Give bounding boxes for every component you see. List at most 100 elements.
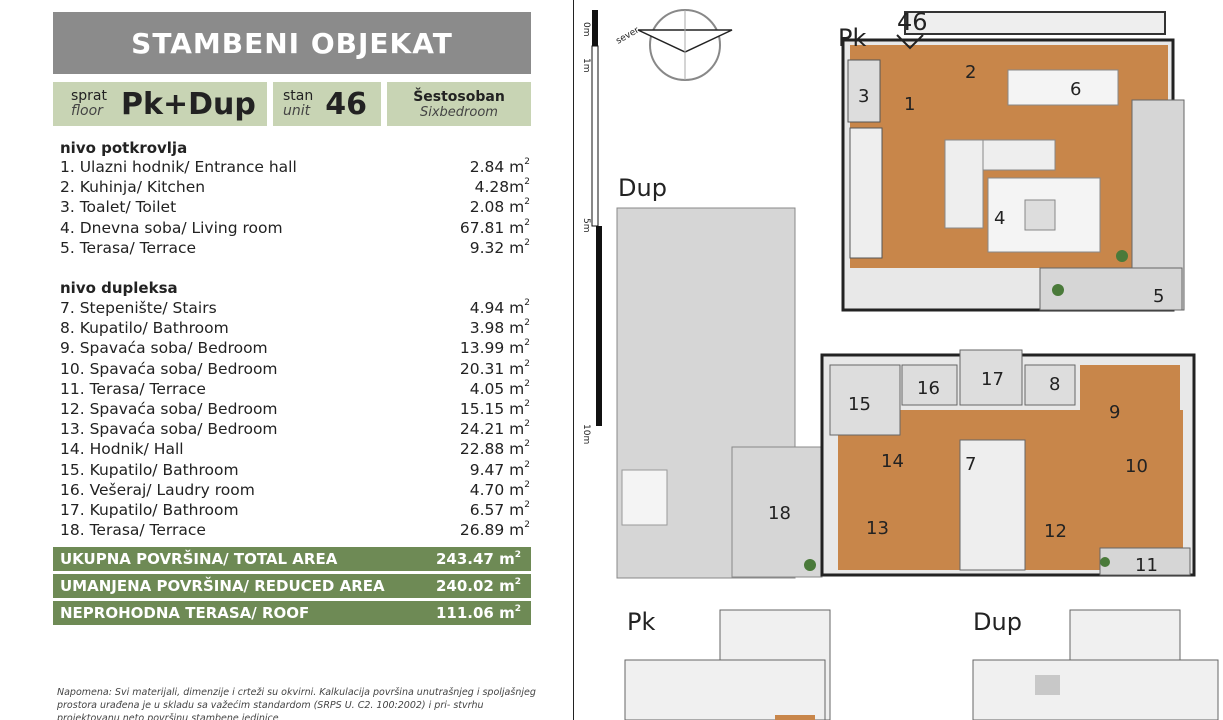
room-number: 11 — [1135, 555, 1158, 576]
divider — [573, 0, 574, 720]
scale-tick-0: 0m — [581, 22, 591, 37]
unit-exponent: 2 — [524, 398, 530, 409]
room-name: 5. Terasa/ Terrace — [60, 238, 197, 257]
unit-exponent: 2 — [524, 177, 530, 188]
page-title: STAMBENI OBJEKAT — [53, 12, 531, 74]
unit-exponent: 2 — [524, 217, 530, 228]
unit-exponent: 2 — [524, 318, 530, 329]
scale-bar-segment — [596, 226, 602, 426]
room-number: 10 — [1125, 456, 1148, 477]
room-name: 12. Spavaća soba/ Bedroom — [60, 399, 278, 418]
room-row: 2. Kuhinja/ Kitchen 4.28m2 — [60, 177, 530, 197]
room-number: 4 — [994, 208, 1005, 229]
unit-exponent: 2 — [524, 520, 530, 531]
room-number: 14 — [881, 451, 904, 472]
room-area-value: 6.57 m — [469, 500, 525, 519]
pk-floor-plan — [841, 11, 1185, 312]
unit-exponent: 2 — [524, 197, 530, 208]
unit-marker: 46 — [897, 8, 928, 36]
room-name: 16. Vešeraj/ Laudry room — [60, 480, 255, 499]
room-area: 13.99 m2 — [440, 338, 530, 358]
scale-tick-10: 10m — [581, 424, 591, 444]
type-label-en: Sixbedroom — [420, 104, 498, 120]
room-number: 7 — [965, 454, 976, 475]
room-name: 7. Stepenište/ Stairs — [60, 299, 217, 317]
room-number: 1 — [904, 94, 915, 115]
room-name: 14. Hodnik/ Hall — [60, 440, 184, 459]
room-row: 18. Terasa/ Terrace 26.89 m2 — [60, 520, 530, 540]
room-row: 1. Ulazni hodnik/ Entrance hall 2.84 m2 — [60, 157, 530, 177]
unit-exponent: 2 — [524, 499, 530, 510]
room-area: 9.47 m2 — [440, 460, 530, 480]
room-area-value: 67.81 m — [459, 218, 525, 237]
room-name: 1. Ulazni hodnik/ Entrance hall — [60, 158, 297, 176]
scale-bar-segment — [592, 10, 598, 46]
scale-tick-1: 1m — [581, 58, 591, 73]
total-label: UKUPNA POVRŠINA/ TOTAL AREA — [60, 550, 338, 568]
unit-exponent: 2 — [524, 439, 530, 450]
room-number: 13 — [866, 518, 889, 539]
compass-label: sever — [615, 25, 642, 46]
unit-label: stan — [283, 88, 314, 104]
total-value-text: 111.06 m — [435, 604, 515, 622]
room-area: 20.31 m2 — [440, 359, 530, 379]
duplex-heading: nivo dupleksa — [60, 279, 178, 297]
room-name: 15. Kupatilo/ Bathroom — [60, 460, 239, 479]
total-label: NEPROHODNA TERASA/ ROOF — [60, 604, 310, 622]
room-name: 18. Terasa/ Terrace — [60, 521, 206, 540]
unit-value: 46 — [325, 86, 367, 122]
unit-exponent: 2 — [524, 358, 530, 369]
scale-bar-segment — [591, 45, 599, 227]
unit-exponent: 2 — [524, 338, 530, 349]
room-row: 7. Stepenište/ Stairs 4.94 m2 — [60, 298, 530, 318]
unit-exponent: 2 — [524, 157, 530, 167]
room-area: 26.89 m2 — [440, 520, 530, 540]
room-row: 15. Kupatilo/ Bathroom 9.47 m2 — [60, 460, 530, 480]
room-name: 2. Kuhinja/ Kitchen — [60, 178, 206, 197]
room-area-value: 2.08 m — [469, 198, 525, 217]
room-area: 4.05 m2 — [440, 379, 530, 399]
room-name: 4. Dnevna soba/ Living room — [60, 218, 283, 237]
unit-exponent: 2 — [524, 378, 530, 389]
room-number: 15 — [848, 394, 871, 415]
room-number: 17 — [981, 369, 1004, 390]
room-name: 10. Spavaća soba/ Bedroom — [60, 359, 278, 378]
unit-label-en: unit — [283, 103, 311, 119]
total-value: 243.47 m2 — [436, 550, 521, 568]
unit-exponent: 2 — [524, 479, 530, 490]
room-area-value: 4.28m — [474, 178, 525, 197]
room-number: 9 — [1109, 402, 1120, 423]
info-panel: STAMBENI OBJEKAT sprat floor Pk+Dup stan… — [0, 0, 560, 720]
room-number: 6 — [1070, 79, 1081, 100]
room-area: 2.84 m2 — [440, 157, 530, 177]
room-number: 8 — [1049, 374, 1060, 395]
unit-marker-arrow — [896, 34, 924, 50]
room-area-value: 4.05 m — [469, 379, 525, 398]
room-area: 3.98 m2 — [440, 318, 530, 338]
room-number: 18 — [768, 503, 791, 524]
unit-exponent: 2 — [524, 298, 530, 308]
floor-value: Pk+Dup — [121, 86, 256, 122]
floor-plan-panel: 0m 1m 5m 10m sever Pk 4 — [560, 0, 1223, 720]
room-number: 12 — [1044, 521, 1067, 542]
room-area-value: 2.84 m — [469, 158, 525, 176]
room-number: 16 — [917, 378, 940, 399]
dup-floor-plan — [616, 207, 1196, 579]
level-label-dup: Dup — [618, 174, 667, 202]
compass-icon: sever — [615, 9, 733, 81]
room-area: 67.81 m2 — [440, 218, 530, 238]
room-row: 4. Dnevna soba/ Living room 67.81 m2 — [60, 218, 530, 238]
room-name: 3. Toalet/ Toilet — [60, 198, 177, 217]
key-plan-pk — [624, 609, 831, 720]
room-area: 4.94 m2 — [440, 298, 530, 318]
room-area-value: 9.47 m — [469, 460, 525, 479]
room-row: 3. Toalet/ Toilet 2.08 m2 — [60, 197, 530, 217]
